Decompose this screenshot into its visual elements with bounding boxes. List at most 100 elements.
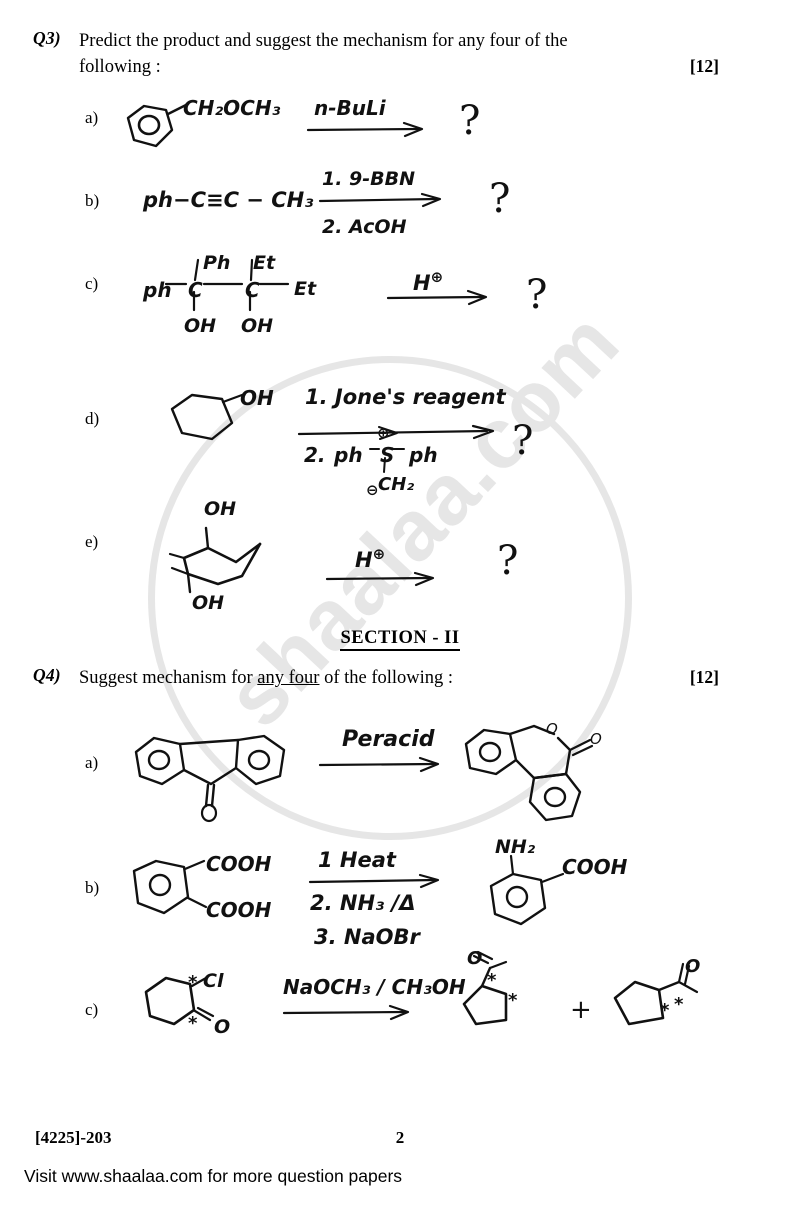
arrow-q3c <box>386 289 496 306</box>
label-q4c-p1-o: O <box>467 948 483 969</box>
label-q4c-cl: Cl <box>203 970 224 992</box>
question-q4-marks: [12] <box>689 667 719 687</box>
reagent-q3e-hplus: H⊕ <box>355 545 386 572</box>
label-q3c-ph-top: Ph <box>203 252 231 274</box>
label-q3c-et-top: Et <box>253 252 276 274</box>
reagent-q3d-jones: 1. Jone's reagent <box>305 385 506 409</box>
reagent-q4b-heat: 1 Heat <box>318 848 396 872</box>
reagent-q3a-nbuli: n-BuLi <box>314 96 386 120</box>
label-q3c-c1: C <box>188 278 203 302</box>
reagent-q4a-peracid: Peracid <box>342 727 435 752</box>
reagent-q3c-hplus: H⊕ <box>413 268 444 295</box>
svg-text:O: O <box>590 730 602 748</box>
question-q4-text: Suggest mechanism for any four of the fo… <box>79 665 719 691</box>
plus-charge-icon: ⊕ <box>372 545 386 563</box>
sublabel-q3-c: c) <box>85 274 99 293</box>
arrow-q3b <box>318 192 448 209</box>
label-q3c-oh-right: OH <box>241 315 274 337</box>
structure-q4c-product2 <box>605 962 725 1048</box>
label-q4b-nh2: NH₂ <box>495 836 536 858</box>
structure-q3d-cyclohexane <box>166 385 256 455</box>
structure-q4b-product-benzene <box>485 854 575 940</box>
label-q4c-p2-o: O <box>685 956 701 977</box>
sublabel-q4-a: a) <box>85 753 99 772</box>
label-q3e-oh-top: OH <box>204 498 237 520</box>
label-q4b-cooh-top: COOH <box>206 852 272 876</box>
sublabel-q3-a: a) <box>85 108 99 127</box>
product-q3a-unknown: ? <box>459 98 481 144</box>
product-q3d-unknown: ? <box>512 418 534 464</box>
reagent-q3d-ylide-sulfur: S <box>380 443 395 467</box>
reagent-q3d-ylide-number: 2. <box>304 443 326 467</box>
label-q3c-et-right: Et <box>294 278 317 300</box>
arrow-q4a <box>318 756 448 773</box>
label-q4c-p1-star-right: * <box>508 990 518 1011</box>
bonds-q3d-ylide <box>368 438 428 484</box>
footer-paper-code: [4225]-203 <box>35 1128 112 1147</box>
footer-page-number: 2 <box>395 1128 405 1147</box>
arrow-q3d <box>297 424 499 443</box>
label-q4c-p1-star-top: * <box>487 970 497 991</box>
sublabel-q3-b: b) <box>85 191 100 210</box>
product-q3b-unknown: ? <box>489 176 511 222</box>
question-q3-marks: [12] <box>689 56 719 77</box>
reagent-q3b-bbn: 1. 9-BBN <box>322 168 416 190</box>
label-q3d-oh: OH <box>240 386 274 410</box>
question-q3-text: Predict the product and suggest the mech… <box>79 28 719 81</box>
arrow-q3e <box>325 571 443 588</box>
question-q4-header: Q4) Suggest mechanism for any four of th… <box>33 665 719 691</box>
question-q3-header: Q3) Predict the product and suggest the … <box>33 28 719 81</box>
label-q4c-p2-star1: * <box>660 1000 670 1021</box>
label-q3c-c2: C <box>245 278 260 302</box>
structure-q3e-chair <box>168 518 298 598</box>
plus-charge-icon: ⊕ <box>430 268 444 286</box>
reagent-q4b-naobr: 3. NaOBr <box>314 925 420 949</box>
reagent-q4c-naoch3: NaOCH₃ / CH₃OH <box>283 975 466 999</box>
label-q4c-p2-star2: * <box>674 994 684 1015</box>
reagent-q4b-nh3: 2. NH₃ /Δ <box>310 891 416 915</box>
question-q4-underlined: any four <box>257 668 320 688</box>
reagent-q3d-ylide-ch2: CH₂ <box>378 474 415 495</box>
sublabel-q4-b: b) <box>85 878 100 897</box>
footer-visit-line: Visit www.shaalaa.com for more question … <box>24 1166 403 1186</box>
label-q3a-substituent: CH₂OCH₃ <box>183 96 281 120</box>
reagent-q3d-ylide-minus-charge-icon: ⊖ <box>366 481 379 499</box>
question-q4-line1: Suggest mechanism for any four of the fo… <box>79 668 454 688</box>
structure-q4b-benzene <box>128 853 218 929</box>
svg-text:O: O <box>546 720 558 738</box>
label-q3c-oh-left: OH <box>184 315 217 337</box>
question-q3-label: Q3) <box>33 28 61 48</box>
question-q3-line2: following : <box>79 57 161 78</box>
label-q4c-o: O <box>214 1016 231 1038</box>
sublabel-q3-e: e) <box>85 532 99 551</box>
question-q4-label: Q4) <box>33 665 61 685</box>
section-header-text: SECTION - II <box>340 628 460 651</box>
structure-q4a-lactone-product: O O <box>462 720 622 832</box>
structure-q4c-chlorocyclohexanone <box>140 970 230 1040</box>
label-q4c-plus: + <box>570 995 592 1025</box>
reagent-q3b-acoh: 2. AcOH <box>322 216 407 238</box>
arrow-q4c <box>282 1004 418 1021</box>
reactant-q3b: ph−C≡C − CH₃ <box>143 188 314 212</box>
reagent-q3d-ylide-ph-left: ph <box>334 443 363 467</box>
question-q3-line1: Predict the product and suggest the mech… <box>79 31 568 51</box>
structure-q3a-benzene <box>118 98 198 160</box>
structure-q4c-product1 <box>448 950 558 1042</box>
label-q4b-cooh-bottom: COOH <box>206 898 272 922</box>
label-q3c-ph-left: ph <box>143 278 172 302</box>
sublabel-q3-d: d) <box>85 409 100 428</box>
reagent-q3d-ylide-ph-right: ph <box>409 443 438 467</box>
structure-q4a-fluorenone <box>128 722 318 823</box>
sublabel-q4-c: c) <box>85 1000 99 1019</box>
label-q4c-star-cl: * <box>188 972 198 993</box>
bonds-q3c <box>162 248 312 328</box>
product-q3c-unknown: ? <box>526 272 548 318</box>
arrow-q3a <box>306 121 430 138</box>
label-q3e-oh-bottom: OH <box>192 592 225 614</box>
label-q4c-star-o: * <box>188 1013 198 1034</box>
reagent-q3d-ylide-plus-charge-icon: ⊕ <box>377 424 390 442</box>
section-header: SECTION - II <box>0 628 800 651</box>
arrow-q4b <box>308 873 448 890</box>
label-q4b-product-cooh: COOH <box>562 855 628 879</box>
